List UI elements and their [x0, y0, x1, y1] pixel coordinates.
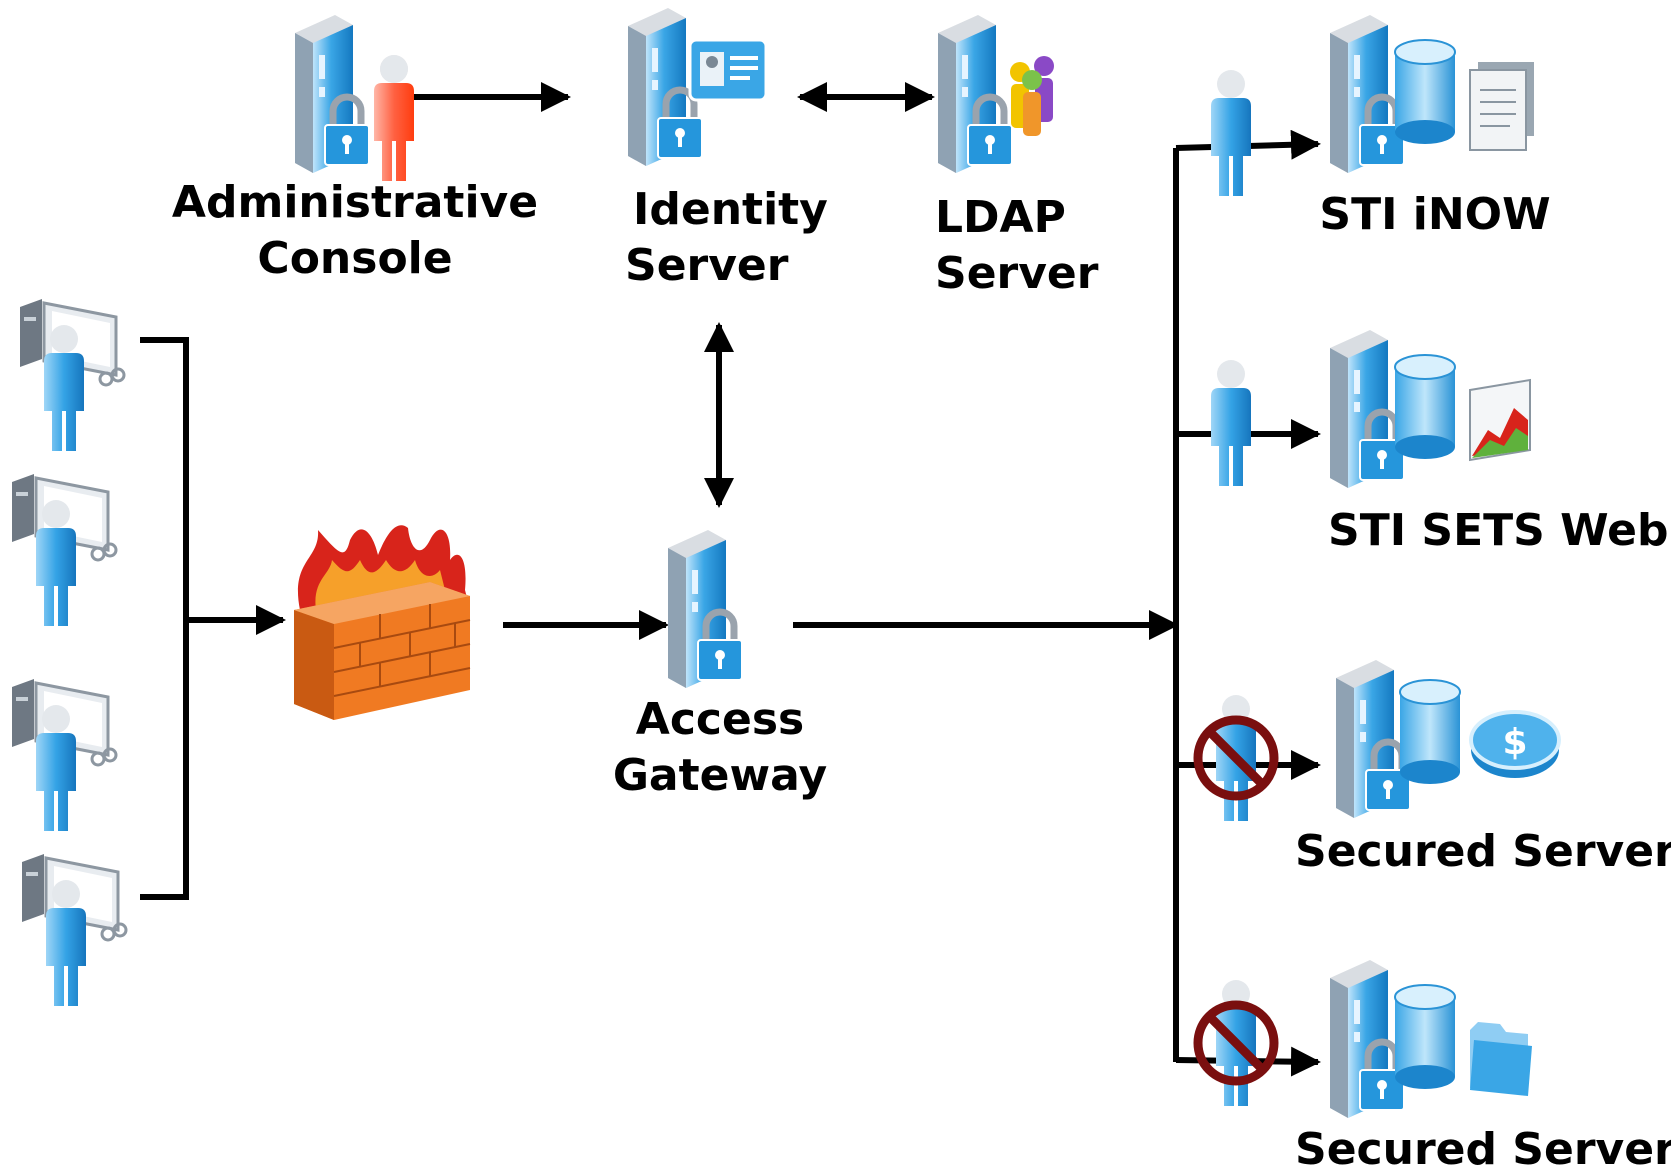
sti-sets-web-icon	[1211, 330, 1531, 488]
access-gateway-icon	[668, 530, 742, 688]
firewall-icon	[294, 525, 471, 720]
workstations-bracket	[140, 337, 189, 900]
admin-console-label: Administrative Console	[160, 175, 550, 287]
workstation-user-icon	[12, 474, 116, 626]
workstation-users	[12, 299, 126, 1006]
ldap-server-label-line2: Server	[935, 248, 1099, 299]
secured-server-1-icon: $	[1198, 660, 1561, 821]
ldap-server-icon	[938, 15, 1054, 173]
secured-server-1-label-text: Secured Server	[1295, 826, 1671, 877]
identity-server-icon	[628, 8, 768, 166]
coin-icon: $	[1469, 710, 1561, 778]
document-icon	[1469, 62, 1534, 151]
access-gateway-label-line1: Access	[635, 694, 805, 745]
workstation-user-icon	[22, 854, 126, 1006]
workstation-user-icon	[20, 299, 124, 451]
identity-server-label-line1: Identity	[633, 184, 828, 235]
admin-console-label-line1: Administrative	[171, 177, 539, 228]
identity-server-label-line2: Server	[625, 240, 789, 291]
secured-server-2-icon	[1198, 960, 1532, 1118]
sti-inow-icon	[1211, 15, 1534, 196]
secured-server-1-label: Secured Server	[1295, 824, 1671, 880]
admin-console-label-line2: Console	[257, 233, 453, 284]
ldap-server-label: LDAP Server	[935, 190, 1115, 302]
svg-text:$: $	[1502, 722, 1527, 763]
sti-sets-web-label: STI SETS Web	[1300, 503, 1669, 559]
admin-console-icon	[295, 15, 414, 181]
sti-inow-label-text: STI iNOW	[1319, 189, 1551, 240]
ldap-server-label-line1: LDAP	[935, 192, 1066, 243]
workstation-user-icon	[12, 679, 116, 831]
folder-icon	[1470, 1022, 1532, 1096]
chart-icon	[1469, 378, 1531, 462]
sti-sets-web-label-text: STI SETS Web	[1328, 505, 1669, 556]
secured-server-2-label-text: Secured Server	[1295, 1124, 1671, 1175]
secured-server-2-label: Secured Server	[1295, 1122, 1671, 1176]
access-gateway-label: Access Gateway	[600, 692, 840, 804]
identity-server-label: Identity Server	[625, 182, 828, 294]
access-gateway-label-line2: Gateway	[612, 750, 828, 801]
sti-inow-label: STI iNOW	[1310, 187, 1560, 243]
group-people-icon	[1010, 56, 1054, 136]
